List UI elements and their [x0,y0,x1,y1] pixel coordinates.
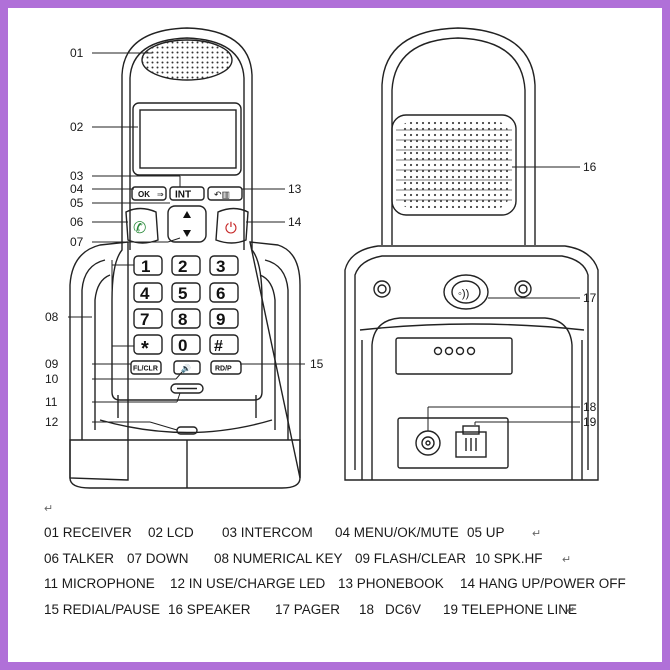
key-hash-label: # [214,338,223,355]
callout-03: 03 [70,169,84,183]
legend-item: DC6V [385,602,422,617]
phonebook-icon: ↶▥ [214,190,230,200]
leader-lines [68,52,580,431]
legend-item: 19 TELEPHONE LINE [443,602,578,617]
front-base [69,241,301,481]
front-key-labels: OK ⇒ INT ↶▥ ✆ ⏻ 1 2 3 4 5 6 7 8 9 * 0 # … [133,190,237,374]
legend-item: 04 MENU/OK/MUTE [335,525,459,540]
legend-item: 12 IN USE/CHARGE LED [170,576,326,591]
legend-item: 06 TALKER [44,551,115,566]
key-9-label: 9 [216,310,225,329]
legend-item: 18 [359,602,375,617]
key-speaker [173,360,201,375]
legend-item: 05 UP [467,525,505,540]
legend-item: 02 LCD [148,525,194,540]
legend-item: 07 DOWN [127,551,189,566]
up-arrow-icon [183,211,191,218]
down-arrow-icon [183,230,191,237]
key-hangup [215,207,249,244]
back-view [344,27,599,481]
flash-key-label: FL/CLR [133,366,158,373]
back-base [344,245,599,481]
key-2-label: 2 [178,257,187,276]
callout-08: 08 [45,310,59,324]
lcd-screen [139,109,237,169]
nav-key [167,205,207,243]
legend-item: 03 INTERCOM [222,525,313,540]
key-8-label: 8 [178,310,187,329]
callout-13: 13 [288,182,302,196]
callout-04: 04 [70,182,84,196]
paragraph-mark: ↵ [44,503,54,515]
pager-button [443,274,489,310]
callout-14: 14 [288,215,302,229]
paragraph-mark: ↵ [532,528,542,540]
key-star-label: * [141,338,149,360]
label-plate [395,337,513,375]
redial-key-label: RD/P [215,366,232,373]
callout-10: 10 [45,372,59,386]
speaker-grille [391,114,517,216]
callout-numbers: 01 02 03 04 05 06 07 08 09 10 11 12 13 1… [45,46,597,429]
legend-item: 15 REDIAL/PAUSE [44,602,161,617]
paragraph-mark: ↵ [562,554,572,566]
pager-icon: ◦)) [458,288,469,300]
callout-11: 11 [45,395,58,409]
callout-15: 15 [310,357,324,371]
legend-item: 13 PHONEBOOK [338,576,444,591]
legend-item: 11 MICROPHONE [44,576,155,591]
legend-item: 16 SPEAKER [168,602,251,617]
key-0-label: 0 [178,336,187,355]
ok-key-label: OK [138,190,150,199]
callout-05: 05 [70,196,84,210]
key-4-label: 4 [140,284,150,303]
talk-icon: ✆ [133,220,146,237]
speaker-key-label: 🔊 [181,363,191,373]
key-3-label: 3 [216,257,225,276]
callout-06: 06 [70,215,84,229]
callout-12: 12 [45,415,59,429]
callout-18: 18 [583,400,597,414]
key-7-label: 7 [140,310,149,329]
callout-01: 01 [70,46,84,60]
key-flash [130,360,162,375]
callout-07: 07 [70,235,84,249]
key-int [169,186,205,201]
paragraph-mark: ↵ [566,605,576,617]
ok-arrow-icon: ⇒ [157,190,164,199]
dc-jack [415,430,441,456]
callout-17: 17 [583,291,597,305]
key-5-label: 5 [178,284,187,303]
callout-19: 19 [583,415,597,429]
callout-16: 16 [583,160,597,174]
front-led [176,426,198,435]
int-key-label: INT [175,190,191,201]
hangup-icon: ⏻ [225,220,237,237]
legend-item: 14 HANG UP/POWER OFF [460,576,626,591]
back-handset [381,27,536,245]
legend-item: 08 NUMERICAL KEY [214,551,343,566]
key-redial [210,360,242,375]
key-ok [131,186,167,201]
key-1-label: 1 [141,257,150,276]
receiver-grille [141,39,233,81]
legend-item: 10 SPK.HF [475,551,543,566]
legend-item: 01 RECEIVER [44,525,132,540]
key-phonebook [207,186,243,201]
legend-item: 09 FLASH/CLEAR [355,551,467,566]
microphone [170,383,204,394]
key-6-label: 6 [216,284,225,303]
callout-09: 09 [45,357,59,371]
legend-item: 17 PAGER [275,602,341,617]
callout-02: 02 [70,120,84,134]
line-jack [455,431,487,458]
lcd-frame [132,102,242,176]
